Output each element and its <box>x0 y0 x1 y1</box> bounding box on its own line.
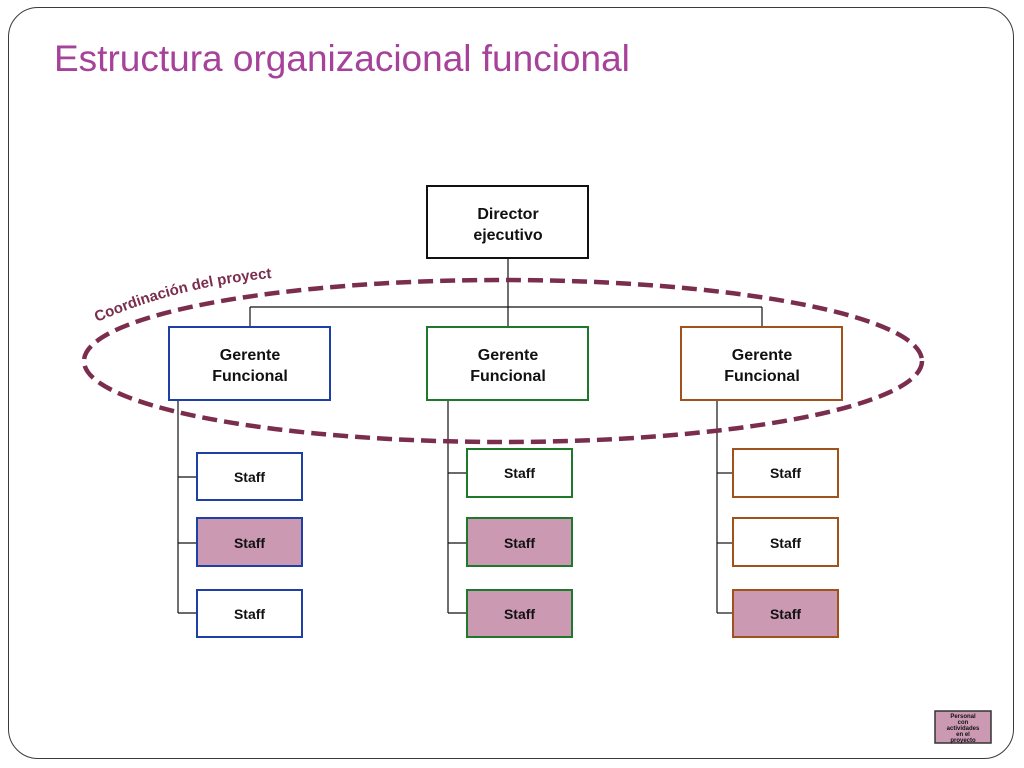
manager-3-label-line2: Funcional <box>724 368 800 385</box>
svg-text:Staff: Staff <box>770 535 801 551</box>
slide-title: Estructura organizacional funcional <box>54 38 630 79</box>
top-connectors <box>249 258 763 327</box>
legend-line-3: actividades <box>947 726 980 732</box>
svg-text:Staff: Staff <box>234 469 265 485</box>
manager-2-label-line1: Gerente <box>478 347 539 364</box>
manager-node-1: Gerente Funcional <box>168 326 331 401</box>
svg-text:Staff: Staff <box>504 535 535 551</box>
manager-1-label-line2: Funcional <box>212 368 288 385</box>
svg-text:Staff: Staff <box>234 535 265 551</box>
manager-1-label-line1: Gerente <box>220 347 281 364</box>
staff-node: Staff <box>466 517 573 567</box>
director-label-line2: ejecutivo <box>473 227 543 244</box>
staff-node: Staff <box>196 517 303 567</box>
svg-text:Staff: Staff <box>770 465 801 481</box>
svg-text:Staff: Staff <box>234 606 265 622</box>
staff-connectors <box>177 400 733 614</box>
staff-node: Staff <box>466 448 573 498</box>
manager-node-2: Gerente Funcional <box>426 326 589 401</box>
staff-node: Staff <box>732 589 839 638</box>
manager-2-label-line2: Funcional <box>470 368 546 385</box>
coordination-label: Coordinación del proyecto <box>0 0 272 326</box>
director-node: Director ejecutivo <box>426 185 589 259</box>
svg-text:Staff: Staff <box>770 606 801 622</box>
legend-line-5: proyecto <box>950 738 976 744</box>
staff-node: Staff <box>732 517 839 567</box>
legend-line-2: con <box>958 720 969 726</box>
legend-line-4: en el <box>956 732 970 738</box>
staff-node: Staff <box>732 448 839 498</box>
legend-line-1: Personal <box>950 714 976 720</box>
staff-node: Staff <box>466 589 573 638</box>
staff-node: Staff <box>196 452 303 501</box>
manager-3-label-line1: Gerente <box>732 347 793 364</box>
legend: Personal con actividades en el proyecto <box>934 710 992 744</box>
staff-node: Staff <box>196 589 303 638</box>
director-label-line1: Director <box>477 206 538 223</box>
svg-text:Staff: Staff <box>504 606 535 622</box>
manager-node-3: Gerente Funcional <box>680 326 843 401</box>
coordination-ellipse <box>81 277 925 445</box>
svg-text:Staff: Staff <box>504 465 535 481</box>
